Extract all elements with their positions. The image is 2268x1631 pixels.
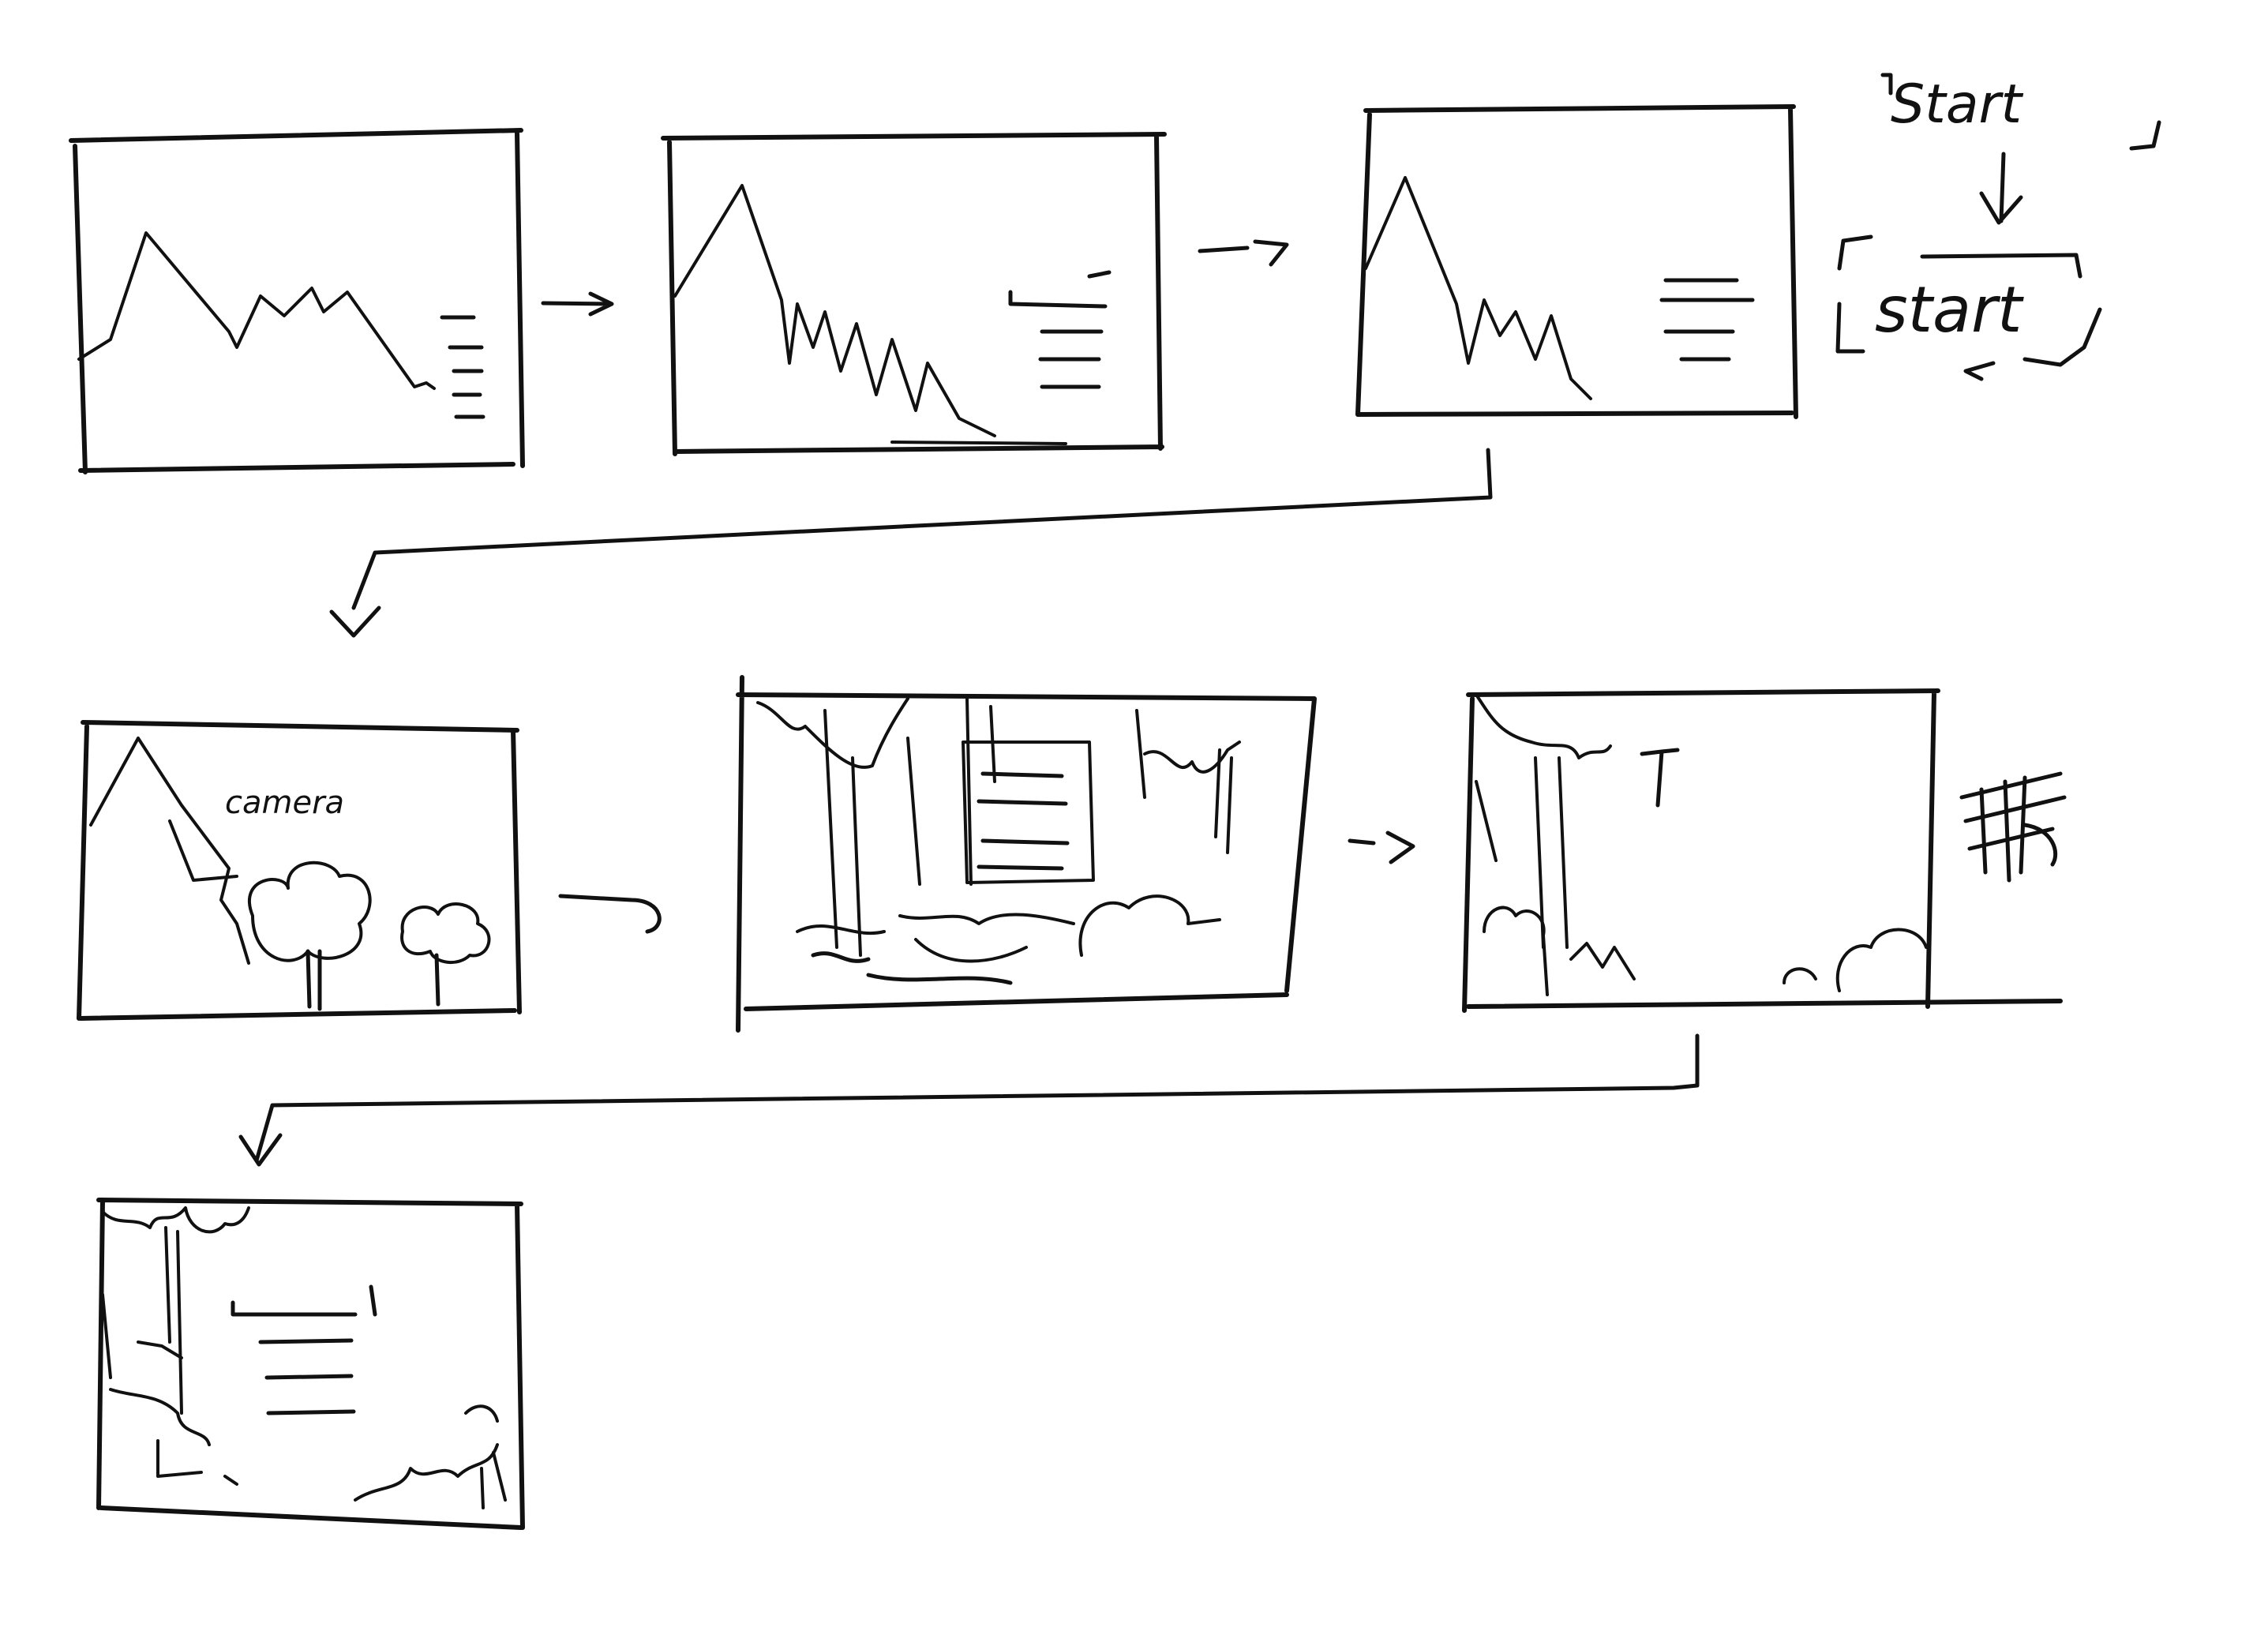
arrow-1-to-2 <box>541 291 614 317</box>
camera-note-label: camera <box>225 785 344 821</box>
frame-5 <box>736 675 1317 1033</box>
frame-1 <box>69 128 525 474</box>
connector-row1-to-row2 <box>329 448 1493 638</box>
arrow-4-to-5 <box>558 894 662 934</box>
connector-row2-to-row3 <box>238 1033 1700 1167</box>
frame-6 <box>1462 688 2063 1013</box>
frame-2 <box>661 132 1167 456</box>
arrow-5-to-6 <box>1348 830 1415 864</box>
start-title-label: Start <box>1891 73 2023 136</box>
down-arrow <box>1979 152 2023 225</box>
arrow-2-to-3 <box>1198 239 1289 267</box>
side-foliage-doodle <box>1959 771 2067 883</box>
frame-3 <box>1355 104 1798 419</box>
frame-4: camera <box>77 720 522 1021</box>
frame-7 <box>96 1198 525 1530</box>
start-button-label: start <box>1875 273 2024 347</box>
start-menu-sketch: Start start <box>1835 73 2161 381</box>
